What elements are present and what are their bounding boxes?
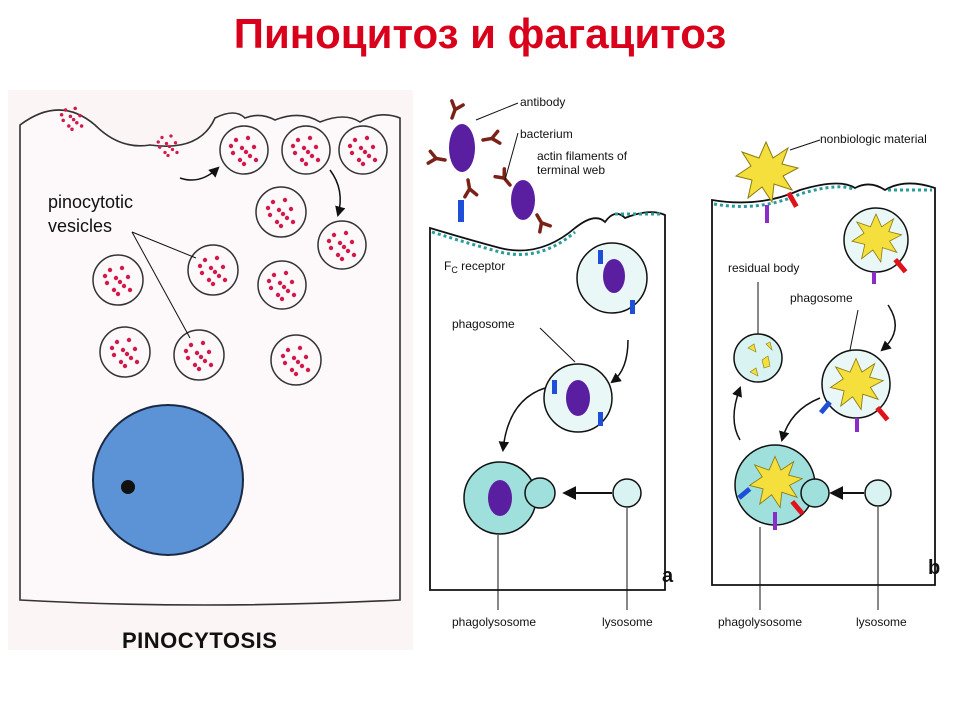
label-phagolysosome-b: phagolysosome [718, 615, 802, 629]
pinocytosis-panel: pinocytotic vesicles PINOCYTOSIS [8, 90, 413, 653]
phagosome-arrow-a [610, 339, 629, 384]
lysosome-fusing-b [800, 478, 830, 508]
fc-receptor-a [458, 200, 464, 222]
lysosome-fusing-a [524, 477, 556, 509]
label-bacterium: bacterium [520, 127, 573, 141]
label-antibody: antibody [520, 95, 565, 109]
panel-letter-b: b [928, 557, 940, 579]
vesicle-entry-arrow [179, 166, 220, 181]
labels-leaders-b [757, 139, 879, 610]
phagocytosis-b-panel: nonbiologic material residual body phago… [711, 132, 940, 629]
label-lysosome-a: lysosome [602, 615, 653, 629]
bacterium-a-internalized [603, 259, 625, 293]
phagolysosome-arrow-b [779, 397, 821, 443]
bacterium-a-2 [511, 180, 535, 220]
pinocytosis-caption: PINOCYTOSIS [122, 628, 277, 653]
label-lysosome-b: lysosome [856, 615, 907, 629]
nucleolus [121, 480, 135, 494]
bacterium-a-1 [449, 124, 475, 172]
actin-filaments-b [713, 185, 856, 208]
vesicles-label-line1: pinocytotic [48, 192, 133, 212]
label-phagolysosome-a: phagolysosome [452, 615, 536, 629]
phagosome-receptors-a [552, 250, 635, 426]
phagocytosis-a-panel: antibody bacterium actin filaments of te… [426, 95, 674, 629]
bacterium-a-phagolysosome [488, 480, 512, 516]
cell-nucleus [92, 404, 244, 556]
lysosome-b [864, 479, 892, 507]
bacterium-a-phagosome [566, 380, 590, 416]
label-actin-line2: terminal web [537, 163, 605, 177]
label-actin-line1: actin filaments of [537, 149, 628, 163]
page-title: Пиноцитоз и фагацитоз [233, 10, 727, 57]
vesicles-label-leaders [131, 231, 197, 339]
labels-leaders-a [475, 102, 628, 610]
residual-debris [747, 341, 773, 377]
residual-arrow-b [732, 386, 742, 441]
phagolysosome-arrow-a [498, 387, 546, 453]
label-phagosome-b: phagosome [790, 291, 853, 305]
vesicles-label-line2: vesicles [48, 216, 112, 236]
actin-filaments-a [431, 230, 576, 256]
phagosome-arrow-b [880, 304, 896, 352]
lysosome-a [612, 478, 642, 508]
label-nonbiologic-material: nonbiologic material [820, 132, 927, 146]
label-residual-body: residual body [728, 261, 799, 275]
panel-letter-a: a [662, 565, 674, 587]
label-fc-receptor: FC receptor [444, 259, 505, 275]
vesicle-move-arrow [329, 169, 346, 218]
label-phagosome-a: phagosome [452, 317, 515, 331]
